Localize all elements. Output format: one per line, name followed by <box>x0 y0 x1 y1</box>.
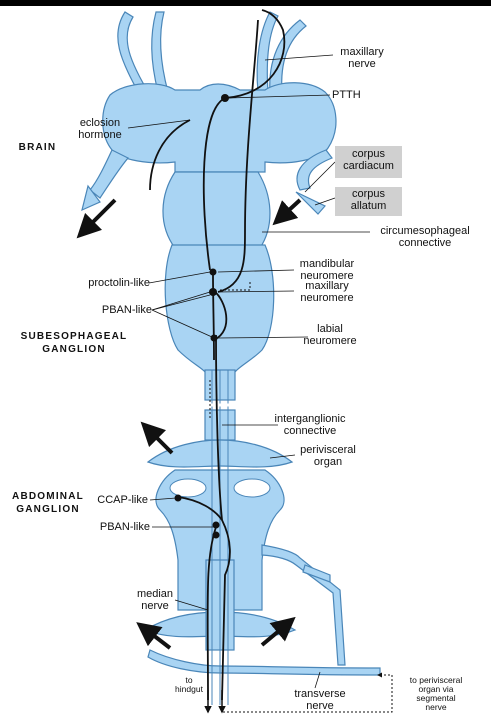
label-proctolin-like: proctolin-like <box>60 277 150 289</box>
label-ptth: PTTH <box>332 89 361 101</box>
right-upper-nerve <box>270 20 306 92</box>
segmental-nerve <box>262 545 345 665</box>
left-upper-nerve <box>118 12 150 95</box>
section-brain: BRAIN <box>10 141 65 154</box>
label-ccap-like: CCAP-like <box>86 494 148 506</box>
left-corpora-wing <box>90 150 128 198</box>
label-pban-like-seg: PBAN-like <box>80 304 152 316</box>
label-pban-like-abd: PBAN-like <box>80 521 150 533</box>
circumesophageal <box>163 172 270 248</box>
left-upper-nerve-2 <box>152 12 168 92</box>
subesophageal-ganglion <box>165 245 274 372</box>
